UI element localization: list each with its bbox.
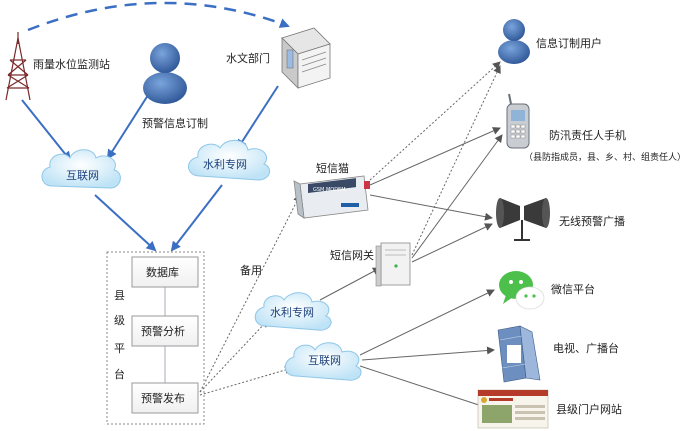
publish-to-smscat-line	[199, 194, 301, 393]
internet-to-portal-line	[359, 365, 495, 412]
sms-gateway-server-icon	[375, 242, 411, 287]
hydrology-server-icon	[281, 27, 331, 89]
internet-to-platform-line	[94, 194, 157, 252]
platform-char-2: 级	[114, 314, 125, 327]
broadcast-speaker-icon	[496, 198, 550, 241]
backup-label: 备用	[240, 263, 262, 277]
gateway-to-broadcast-line	[411, 223, 493, 263]
person-to-internet-line	[106, 91, 151, 160]
wechat-label: 微信平台	[551, 282, 595, 296]
rain-station-label: 雨量水位监测站	[33, 57, 110, 71]
subscriber-label: 信息订制用户	[536, 36, 602, 50]
subscriber-person-icon	[498, 19, 530, 64]
smscat-to-subscriber-line	[369, 61, 501, 181]
flood-phone-note: （县防指成员，县、乡、村、组责任人）	[524, 151, 686, 163]
smscat-to-broadcast-line	[369, 194, 493, 221]
hydrology-dept-label: 水文部门	[226, 51, 270, 65]
waternet-to-gateway-line	[319, 267, 381, 301]
hydrology-to-waternet-line	[236, 85, 279, 150]
county-platform: 县 级 平 台 数据库 预警分析 预警发布	[106, 251, 205, 425]
antenna-tower-icon	[5, 32, 31, 101]
publish-to-waternet-line	[199, 319, 269, 393]
dashed-arc-connector	[27, 1, 290, 32]
tv-building-icon	[497, 325, 541, 383]
gateway-to-phone-line	[411, 134, 503, 259]
water-net-cloud-mid: 水利专网	[254, 292, 332, 331]
smscat-to-phone-line	[369, 127, 501, 186]
portal-website-thumbnail-icon	[477, 389, 549, 429]
internet-to-wechat-line	[359, 289, 495, 356]
database-box	[131, 256, 199, 288]
warning-analysis-box	[131, 315, 199, 347]
wechat-logo-icon	[499, 271, 545, 310]
waternet-to-platform-line	[170, 184, 223, 252]
county-portal-label: 县级门户网站	[556, 402, 622, 416]
warning-analysis-label: 预警分析	[141, 324, 185, 338]
platform-side-label: 县 级 平 台	[114, 289, 125, 381]
county-platform-frame	[106, 251, 205, 425]
connectors	[21, 1, 503, 412]
internet-to-tv-line	[361, 346, 495, 361]
warning-publish-box	[131, 382, 199, 414]
internet-mid-label: 互联网	[308, 354, 341, 367]
water-net-mid-label: 水利专网	[270, 305, 314, 319]
tv-radio-label: 电视、广播台	[553, 341, 619, 355]
publish-to-internet-line	[199, 366, 293, 396]
water-net-cloud-top: 水利专网	[188, 139, 271, 181]
warning-publish-label: 预警发布	[141, 391, 185, 405]
platform-char-1: 县	[114, 289, 125, 302]
internet-cloud-mid: 互联网	[284, 342, 362, 381]
sms-modem-icon: GSM MODEM	[293, 175, 370, 219]
gateway-to-subscriber-line	[411, 65, 501, 256]
person-icon	[143, 43, 187, 104]
internet-top-label: 互联网	[66, 169, 99, 182]
database-label: 数据库	[146, 265, 179, 279]
sms-cat-label: 短信猫	[316, 161, 349, 175]
platform-char-4: 台	[114, 367, 125, 381]
warning-subscription-label: 预警信息订制	[142, 116, 208, 130]
tower-to-internet-line	[21, 99, 72, 162]
platform-char-3: 平	[114, 342, 125, 355]
sms-gateway-label: 短信网关	[330, 248, 374, 262]
modem-brand-text: GSM MODEM	[313, 187, 346, 193]
internet-cloud-top: 互联网	[41, 149, 121, 189]
mobile-phone-icon	[506, 93, 530, 149]
wireless-broadcast-label: 无线预警广播	[559, 214, 625, 228]
flood-phone-label: 防汛责任人手机	[549, 128, 626, 142]
water-net-top-label: 水利专网	[203, 157, 247, 171]
